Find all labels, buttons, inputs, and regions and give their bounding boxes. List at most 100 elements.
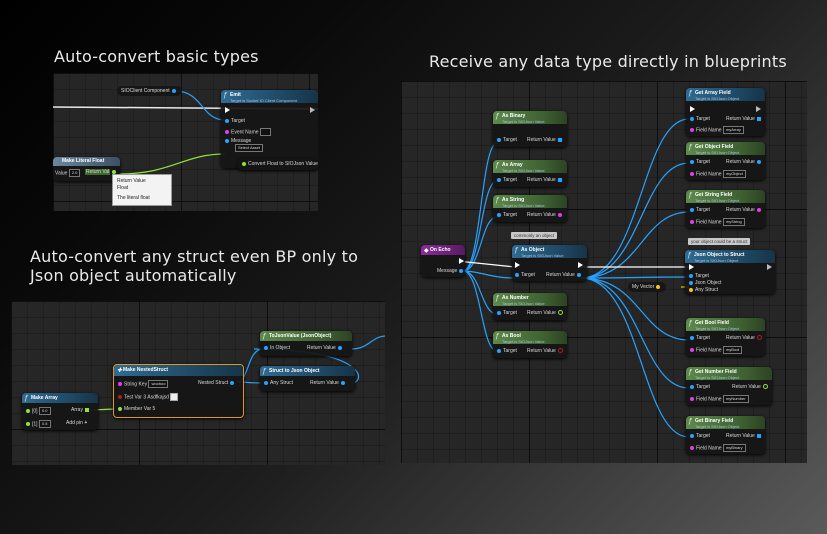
get-number-return[interactable]: Return Value xyxy=(732,384,770,390)
as-array-return[interactable]: Return Value xyxy=(527,177,564,183)
object-pin-icon[interactable] xyxy=(690,159,694,164)
string-pin-icon[interactable] xyxy=(690,172,694,176)
object-pin-icon[interactable] xyxy=(690,335,694,340)
tojson-return-pin[interactable]: Return Value xyxy=(307,345,344,351)
json-to-struct-any-struct[interactable]: Any Struct xyxy=(687,287,718,293)
object-pin-icon[interactable] xyxy=(497,348,501,353)
test-var-checkbox[interactable] xyxy=(170,393,179,401)
object-pin-icon[interactable] xyxy=(576,272,581,277)
struct-pin-icon[interactable] xyxy=(689,287,693,292)
struct-pin-icon[interactable] xyxy=(264,380,268,385)
object-pin-icon[interactable] xyxy=(690,433,694,438)
object-pin-icon[interactable] xyxy=(225,118,229,123)
object-pin-icon[interactable] xyxy=(756,159,761,164)
sioclient-component-getter[interactable]: SIOClient Component xyxy=(117,86,182,96)
float-pin-icon[interactable] xyxy=(557,310,563,316)
bool-pin-icon[interactable] xyxy=(118,395,122,399)
make-literal-float-node[interactable]: Make Literal Float Value 2.0 Return Val xyxy=(53,157,120,181)
string-pin-icon[interactable] xyxy=(690,128,694,132)
object-pin-icon[interactable] xyxy=(690,116,694,121)
my-vector-getter[interactable]: My Vector xyxy=(628,282,667,292)
get-number-field-name-input[interactable]: myNumber xyxy=(722,395,749,403)
string-pin-icon[interactable] xyxy=(118,382,122,386)
string-key-pin[interactable]: String Key woohoo xyxy=(116,380,169,388)
item1-input[interactable]: 0.5 xyxy=(38,420,51,428)
exec-out-icon[interactable] xyxy=(578,262,583,268)
object-pin-icon[interactable] xyxy=(497,212,501,217)
string-pin-icon[interactable] xyxy=(690,220,694,224)
as-object-target[interactable]: Target xyxy=(513,272,535,278)
string-pin-icon[interactable] xyxy=(756,207,761,212)
on-echo-event-node[interactable]: ◆On Echo Message xyxy=(421,245,465,277)
struct-pin-icon[interactable] xyxy=(656,284,661,289)
struct-pin-icon[interactable] xyxy=(230,380,235,385)
make-array-out[interactable]: Array xyxy=(71,407,91,413)
event-name-input[interactable] xyxy=(259,128,271,136)
get-string-field-name-input[interactable]: myString xyxy=(722,218,745,226)
tojson-in-pin[interactable]: In Object xyxy=(262,345,290,351)
float-pin-icon[interactable] xyxy=(26,409,30,413)
as-bool-return[interactable]: Return Value xyxy=(527,348,565,354)
member-var-pin[interactable]: Member Var 5 xyxy=(116,406,155,412)
exec-out-icon[interactable] xyxy=(767,264,772,270)
on-echo-exec-out[interactable] xyxy=(457,258,465,264)
object-pin-icon[interactable] xyxy=(497,137,501,142)
get-object-return[interactable]: Return Value xyxy=(726,159,763,165)
get-bool-return[interactable]: Return Value xyxy=(726,335,764,341)
get-array-exec-in[interactable] xyxy=(688,106,697,112)
object-pin-icon[interactable] xyxy=(225,138,229,143)
object-pin-icon[interactable] xyxy=(459,268,464,273)
get-array-field-name[interactable]: Field Name myArray xyxy=(688,126,744,134)
as-number-target[interactable]: Target xyxy=(495,310,517,316)
get-array-exec-out[interactable] xyxy=(754,106,763,112)
emit-event-name-pin[interactable]: Event Name xyxy=(223,128,271,136)
string-pin-icon[interactable] xyxy=(690,446,694,450)
comment-commonly-object[interactable]: commonly an object xyxy=(511,232,558,239)
array-pin-icon[interactable] xyxy=(557,177,562,182)
string-pin-icon[interactable] xyxy=(690,397,694,401)
get-number-target[interactable]: Target xyxy=(688,384,710,390)
binary-pin-icon[interactable] xyxy=(756,433,761,438)
get-string-field-name[interactable]: Field Name myString xyxy=(688,218,745,226)
exec-in-icon[interactable] xyxy=(225,107,230,113)
emit-exec-out[interactable] xyxy=(308,107,317,113)
get-object-field-name-input[interactable]: myObject xyxy=(722,170,746,178)
json-to-struct-json-object[interactable]: Json Object xyxy=(687,280,721,286)
exec-in-icon[interactable] xyxy=(515,262,520,268)
float-pin-icon[interactable] xyxy=(112,169,117,174)
as-number-return[interactable]: Return Value xyxy=(527,310,565,316)
float-pin-icon[interactable] xyxy=(26,422,30,426)
float-pin-icon[interactable] xyxy=(242,161,246,166)
make-array-item1[interactable]: [1] 0.5 xyxy=(24,420,51,428)
get-array-target[interactable]: Target xyxy=(688,116,710,122)
make-literal-return-pin[interactable]: Return Val xyxy=(85,169,118,175)
get-binary-return[interactable]: Return Value xyxy=(726,433,763,439)
message-asset-select[interactable]: Select Asset xyxy=(235,144,264,152)
string-pin-icon[interactable] xyxy=(557,212,562,217)
as-object-exec-out[interactable] xyxy=(576,262,585,268)
json-to-struct-target[interactable]: Target xyxy=(687,273,709,279)
plus-icon[interactable]: + xyxy=(84,420,88,426)
object-pin-icon[interactable] xyxy=(171,88,176,93)
bool-pin-icon[interactable] xyxy=(756,335,762,341)
exec-out-icon[interactable] xyxy=(310,107,315,113)
object-pin-icon[interactable] xyxy=(340,380,345,385)
get-object-target[interactable]: Target xyxy=(688,159,710,165)
on-echo-message-pin[interactable]: Message xyxy=(437,268,465,274)
get-array-field-name-input[interactable]: myArray xyxy=(722,126,744,134)
as-array-target[interactable]: Target xyxy=(495,177,517,183)
object-pin-icon[interactable] xyxy=(264,345,268,350)
as-object-return[interactable]: Return Value xyxy=(546,272,583,278)
